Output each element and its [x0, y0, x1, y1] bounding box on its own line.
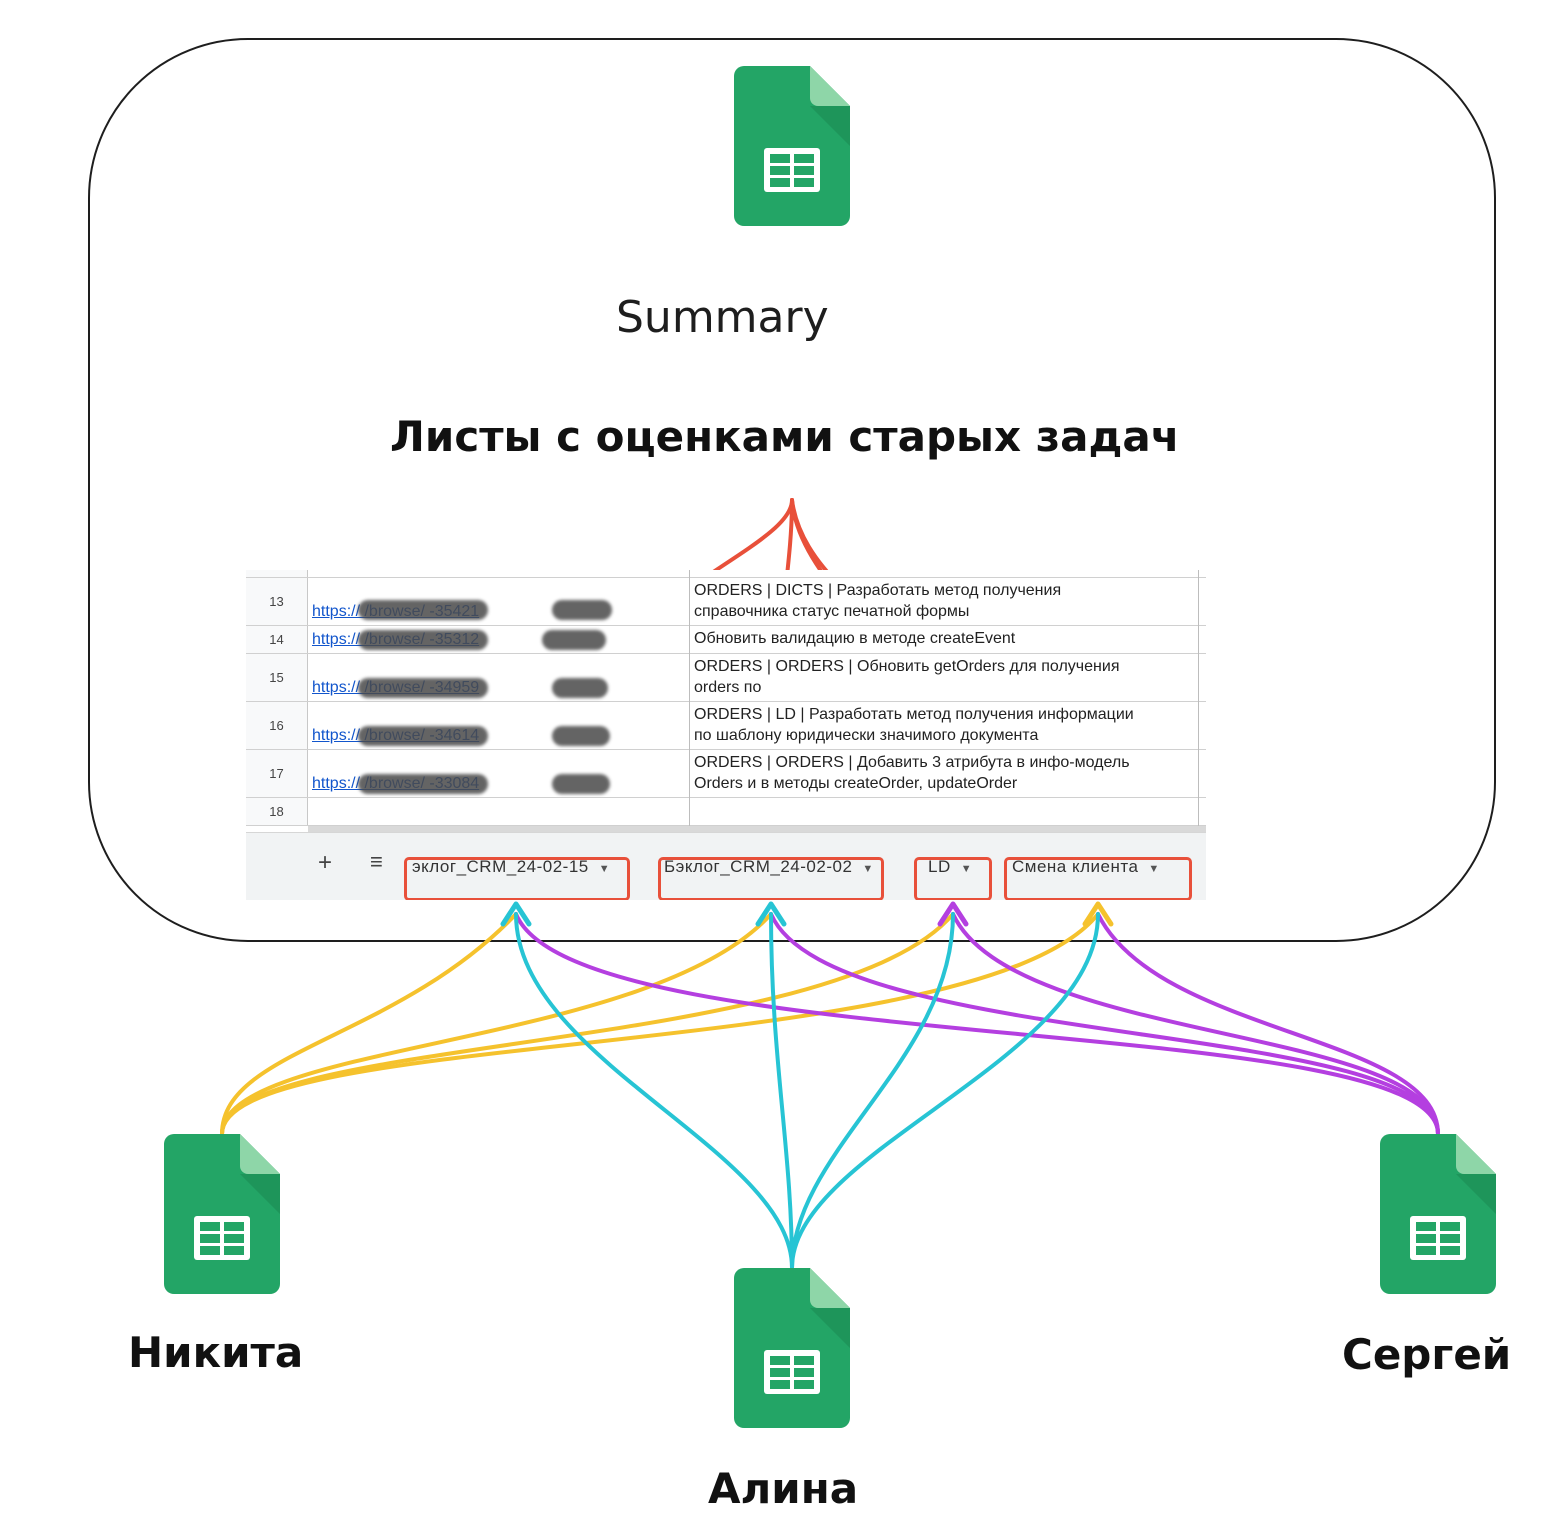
task-description: ORDERS | LD | Разработать метод получени…: [694, 706, 1134, 744]
redaction-blur: [358, 678, 488, 698]
section-title: Листы с оценками старых задач: [390, 412, 1180, 461]
caret-down-icon[interactable]: ▼: [1148, 863, 1160, 875]
sheet-tab[interactable]: Смена клиента ▼: [1012, 857, 1160, 877]
task-description: ORDERS | ORDERS | Добавить 3 атрибута в …: [694, 754, 1130, 792]
redaction-blur: [358, 774, 488, 794]
alina-link-line: [514, 912, 794, 1270]
all-sheets-menu-button[interactable]: ≡: [370, 849, 383, 874]
sergey-link-line: [514, 912, 1440, 1136]
add-sheet-button[interactable]: +: [318, 849, 333, 876]
sheet-tab-label: LD: [928, 857, 951, 876]
row-number: 15: [246, 654, 308, 701]
row-number: 14: [246, 626, 308, 653]
row-number: 17: [246, 750, 308, 797]
sheet-tab-label: Смена клиента: [1012, 857, 1139, 876]
spreadsheet-screenshot: 13 https:// /browse/ -35421 ORDERS | DIC…: [246, 570, 1206, 900]
nikita-link-line: [220, 912, 518, 1136]
person-name-sergey: Сергей: [1342, 1330, 1512, 1379]
summary-label: Summary: [616, 292, 829, 343]
redaction-blur: [552, 726, 610, 746]
sergey-link-line: [1096, 912, 1440, 1136]
column-divider: [1198, 570, 1199, 832]
sheet-tab-label: эклог_CRM_24-02-15: [412, 857, 589, 876]
sergey-link-line: [769, 912, 1440, 1136]
redaction-blur: [358, 600, 488, 620]
redaction-blur: [552, 678, 608, 698]
column-divider: [689, 570, 690, 832]
sergey-sheets-icon: [1380, 1134, 1496, 1294]
sheet-tab[interactable]: эклог_CRM_24-02-15 ▼: [412, 857, 610, 877]
caret-down-icon[interactable]: ▼: [862, 863, 874, 875]
arrowhead-icon: [755, 901, 787, 927]
redaction-blur: [552, 600, 612, 620]
alina-link-line: [790, 912, 1100, 1270]
row-number: 13: [246, 578, 308, 625]
arrowhead-icon: [937, 901, 969, 927]
redaction-blur: [358, 630, 488, 650]
redaction-blur: [552, 774, 610, 794]
task-description: ORDERS | ORDERS | Обновить getOrders для…: [694, 658, 1120, 696]
table-row[interactable]: 18: [246, 798, 1206, 826]
horizontal-scrollbar[interactable]: [308, 826, 1206, 832]
tab-highlight: [1004, 857, 1192, 900]
caret-down-icon[interactable]: ▼: [598, 863, 611, 875]
spreadsheet-grid: 13 https:// /browse/ -35421 ORDERS | DIC…: [246, 570, 1206, 832]
arrowhead-icon: [1082, 901, 1114, 927]
person-name-nikita: Никита: [128, 1328, 304, 1377]
table-row: [246, 570, 1206, 578]
sheet-tab[interactable]: LD ▼: [928, 857, 972, 877]
alina-link-line: [769, 912, 794, 1270]
caret-down-icon[interactable]: ▼: [960, 863, 973, 875]
alina-sheets-icon: [734, 1268, 850, 1428]
arrowhead-icon: [500, 901, 532, 927]
tab-highlight: [404, 857, 630, 900]
row-number: 16: [246, 702, 308, 749]
sheet-tab-label: Бэклог_CRM_24-02-02: [664, 857, 853, 876]
nikita-link-line: [220, 912, 773, 1136]
redaction-blur: [542, 630, 606, 650]
nikita-sheets-icon: [164, 1134, 280, 1294]
sheet-tab[interactable]: Бэклог_CRM_24-02-02 ▼: [664, 857, 874, 877]
person-name-alina: Алина: [708, 1464, 859, 1513]
alina-link-line: [790, 912, 955, 1270]
summary-sheets-icon: [734, 66, 850, 226]
tab-highlight: [658, 857, 884, 900]
tab-highlight: [914, 857, 992, 900]
task-description: Обновить валидацию в методе createEvent: [694, 630, 1016, 647]
task-description: ORDERS | DICTS | Разработать метод получ…: [694, 582, 1062, 620]
nikita-link-line: [220, 912, 955, 1136]
row-number: 18: [246, 798, 308, 825]
redaction-blur: [358, 726, 488, 746]
sergey-link-line: [951, 912, 1440, 1136]
